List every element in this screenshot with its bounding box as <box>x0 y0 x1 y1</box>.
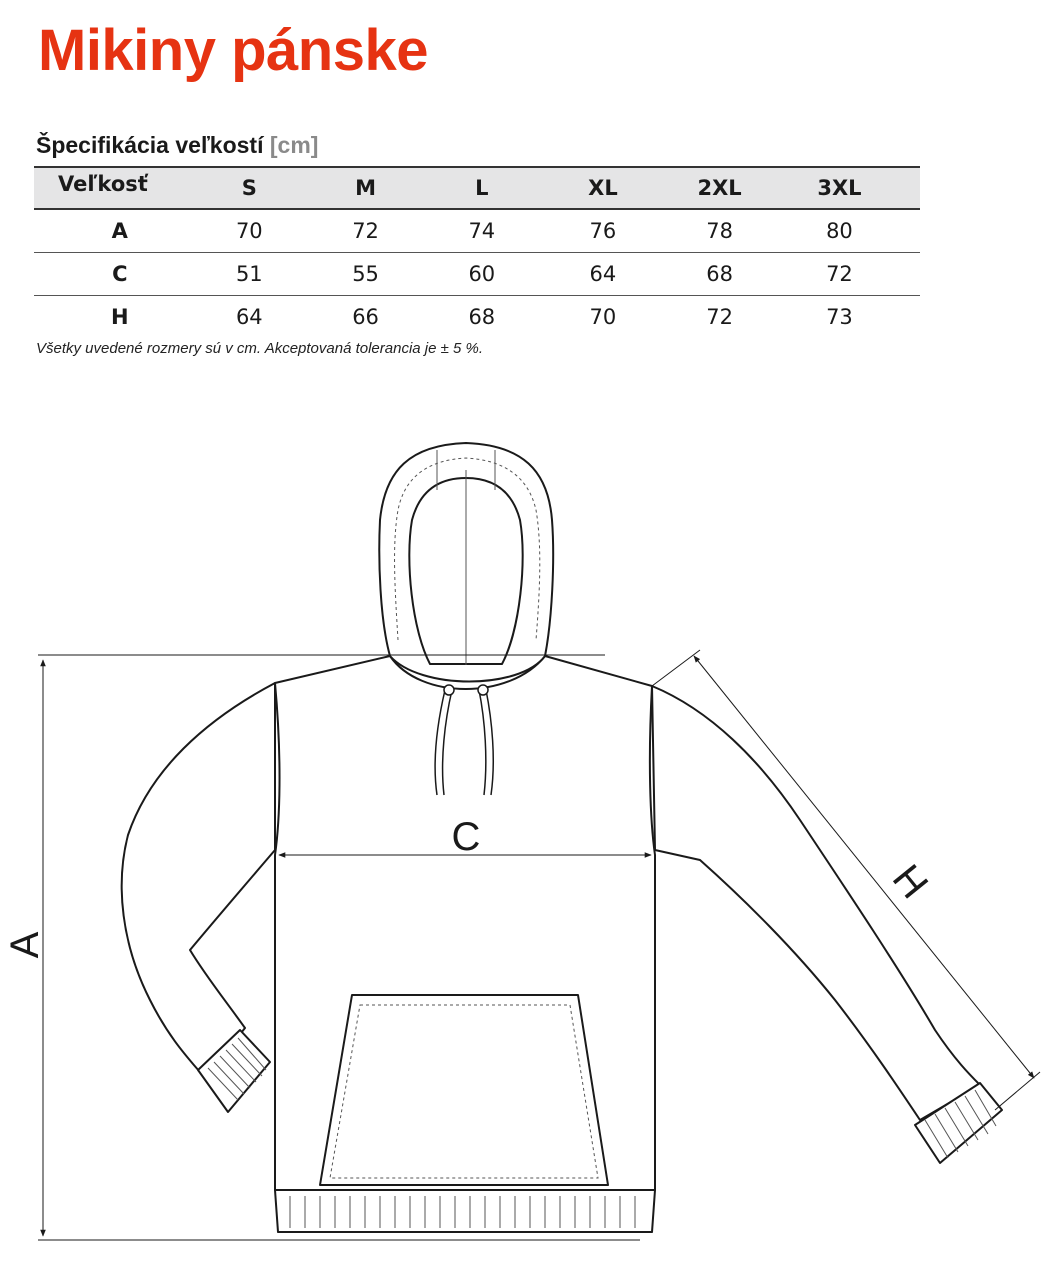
dimension-a-label: A <box>3 931 47 958</box>
drawstrings <box>434 684 494 796</box>
right-cuff <box>914 1082 1003 1164</box>
table-header-row: Veľkosť S M L XL 2XL 3XL <box>34 167 920 209</box>
hoodie-outline <box>120 442 1003 1233</box>
subtitle-text: Špecifikácia veľkostí <box>36 132 264 158</box>
table-cell: 74 <box>468 218 496 243</box>
table-cell: 72 <box>352 218 379 243</box>
dimension-c-label: C <box>452 815 481 859</box>
table-cell: 68 <box>468 304 496 329</box>
table-cell: 72 <box>706 304 733 329</box>
col-header-m: M <box>355 176 376 200</box>
col-header-3xl: 3XL <box>817 176 862 200</box>
right-sleeve <box>651 685 981 1121</box>
table-cell: 51 <box>235 261 263 286</box>
col-header-xl: XL <box>588 176 618 200</box>
table-row: C 51 55 60 64 68 72 <box>34 252 920 295</box>
table-row: A 70 72 74 76 78 80 <box>34 209 920 252</box>
table-cell: 60 <box>468 261 496 286</box>
row-label: C <box>112 261 128 286</box>
table-cell: 66 <box>352 304 379 329</box>
dimension-h-label: H <box>884 857 936 907</box>
tolerance-note: Všetky uvedené rozmery sú v cm. Akceptov… <box>36 340 484 357</box>
hoodie-details <box>207 450 997 1228</box>
table-cell: 64 <box>235 304 263 329</box>
kangaroo-pocket <box>319 994 609 1186</box>
left-sleeve <box>120 682 276 1079</box>
col-header-s: S <box>241 176 257 200</box>
col-header-l: L <box>475 176 489 200</box>
table-cell: 55 <box>352 261 379 286</box>
table-cell: 68 <box>706 261 733 286</box>
table-cell: 76 <box>589 218 617 243</box>
waistband <box>274 1189 656 1233</box>
subtitle-unit: [cm] <box>269 132 319 158</box>
dimension-lines <box>38 649 1041 1241</box>
table-cell: 80 <box>826 218 853 243</box>
dimension-h-line <box>693 655 1035 1079</box>
row-label: H <box>111 304 129 329</box>
table-cell: 64 <box>589 261 617 286</box>
table-row: H 64 66 68 70 72 73 <box>34 295 920 338</box>
table-cell: 72 <box>826 261 853 286</box>
page-title: Mikiny pánske <box>38 18 428 83</box>
size-table: Veľkosť S M L XL 2XL 3XL A 70 72 74 76 7… <box>34 166 920 338</box>
table-cell: 78 <box>706 218 733 243</box>
table-cell: 70 <box>235 218 263 243</box>
table-subtitle: Špecifikácia veľkostí [cm] <box>36 132 318 159</box>
col-header-2xl: 2XL <box>697 176 742 200</box>
table-cell: 70 <box>589 304 617 329</box>
row-header: Veľkosť <box>58 172 148 196</box>
table-cell: 73 <box>826 304 853 329</box>
row-label: A <box>111 218 128 243</box>
